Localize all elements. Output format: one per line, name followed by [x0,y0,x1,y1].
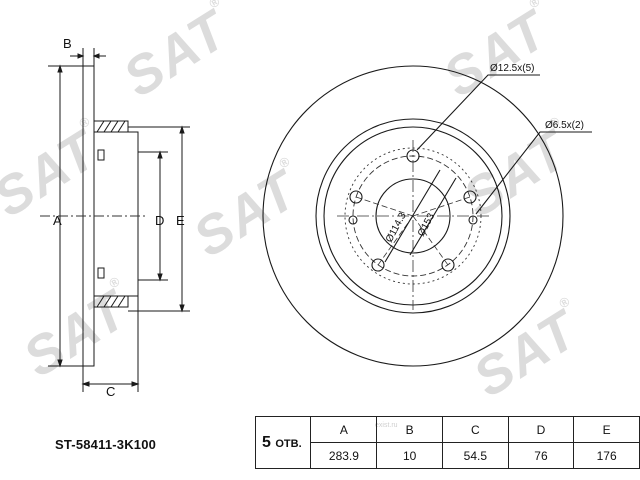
hatch-line [110,295,119,308]
label-c: C [106,384,115,399]
arrowhead [157,273,163,282]
hatch-line [103,295,112,308]
part-number: ST-58411-3K100 [55,437,157,452]
pcd-indicator [384,169,441,263]
callout-pin-holes: Ø6.5x(2) [545,120,584,131]
bolt-ray [355,196,414,217]
rotor-outer-edge [262,65,564,367]
label-a: A [53,213,62,228]
callout-bolt-holes: Ø12.5x(5) [490,63,534,74]
bolt-ray [412,215,449,266]
arrowhead [57,64,63,73]
arrowhead [81,381,90,387]
label-d: D [155,213,164,228]
holes-unit: ОТВ. [275,438,302,450]
bolt-hole [349,190,363,204]
label-b: B [63,36,72,51]
bolt-hole [371,258,385,272]
hatch-line [103,120,112,133]
hatch-line [96,120,105,133]
spec-table: A B C D E 283.9 10 54.5 76 176 [254,416,640,469]
spec-header-a: A [310,416,378,443]
spec-header-d: D [507,416,575,443]
side-view [40,48,190,392]
front-view [262,65,592,367]
center-bore [375,178,451,254]
spec-value-d: 76 [507,442,575,469]
bolt-ray [412,196,471,217]
side-view-labels: B A D E C [53,36,185,399]
spec-header-c: C [441,416,509,443]
leader-pin-holes [475,131,592,215]
side-bolt-hole [97,149,105,161]
hatch-line [110,120,119,133]
arrowhead [157,150,163,159]
bore-indicator [409,177,457,256]
hatch-line [117,120,126,133]
side-bolt-hole [97,267,105,279]
spec-value-c: 54.5 [441,442,509,469]
arrowhead [57,359,63,368]
label-e: E [176,213,185,228]
arrowhead [179,125,185,134]
spec-value-e: 176 [573,442,640,469]
holes-label: 5 ОТВ. [262,434,302,452]
hatch-line [96,295,105,308]
arrowhead [77,53,85,59]
arrowhead [92,53,100,59]
bolt-hole [463,190,477,204]
holes-count: 5 [262,434,271,451]
holes-cell [254,416,312,469]
spec-header-b: B [376,416,443,443]
spec-header-row: A B C D E [254,416,640,469]
bolt-hole [441,258,455,272]
spec-value-b: 10 [376,442,443,469]
spec-value-row: 283.9 10 54.5 76 176 [256,442,640,469]
leader-bolt-holes [416,74,540,151]
spec-value-a: 283.9 [310,442,378,469]
hatch-line [117,295,126,308]
hat-outer-ring [315,118,511,314]
arrowhead [131,381,140,387]
arrowhead [179,304,185,313]
rotor-hat-outline [94,120,139,308]
spec-header-e: E [573,416,640,443]
